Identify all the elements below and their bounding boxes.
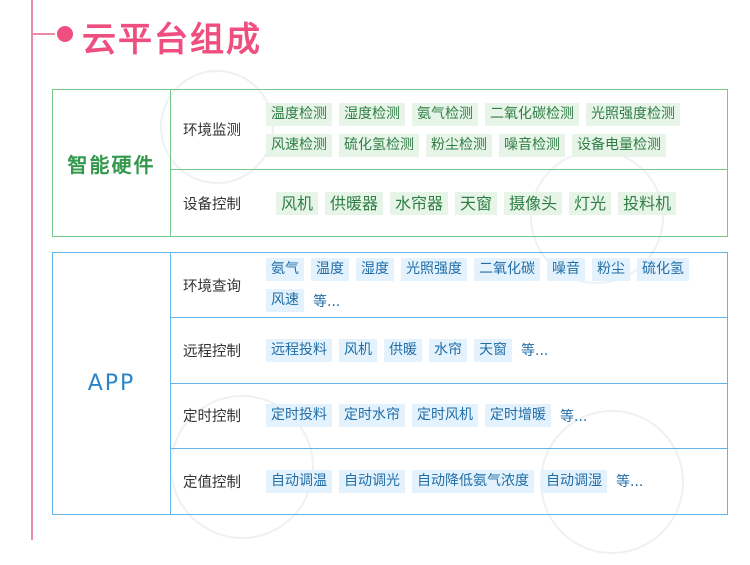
feature-tag: 风速检测 [266, 133, 332, 157]
feature-tag: 自动调温 [266, 469, 332, 493]
row-label: 设备控制 [183, 196, 241, 213]
app-category-label: APP [53, 253, 171, 514]
tag-list: 氨气 温度 湿度 光照强度 二氧化碳 噪音 粉尘 硫化氢 风速 等... [266, 253, 727, 317]
feature-tag: 天窗 [474, 338, 512, 362]
row-label: 定时控制 [183, 409, 241, 426]
feature-tag: 定时投料 [266, 404, 332, 428]
more-indicator: 等... [560, 408, 588, 425]
hardware-category-label: 智能硬件 [53, 90, 171, 236]
feature-tag: 自动降低氨气浓度 [412, 469, 534, 493]
feature-tag: 水帘器 [390, 191, 449, 215]
feature-tag: 供暖 [384, 338, 422, 362]
feature-tag: 设备电量检测 [572, 133, 666, 157]
more-indicator: 等... [521, 343, 549, 360]
tag-list: 风机 供暖器 水帘器 天窗 摄像头 灯光 投料机 [266, 170, 727, 236]
feature-tag: 氨气 [266, 258, 304, 282]
row-label: 定值控制 [183, 474, 241, 491]
feature-tag: 水帘 [429, 338, 467, 362]
more-indicator: 等... [616, 474, 644, 491]
feature-tag: 粉尘检测 [426, 133, 492, 157]
feature-tag: 自动调湿 [541, 469, 607, 493]
hardware-row-device-control: 设备控制 风机 供暖器 水帘器 天窗 摄像头 灯光 投料机 [171, 170, 727, 236]
feature-tag: 湿度检测 [339, 102, 405, 126]
timeline-connector [31, 33, 55, 35]
tag-list: 自动调温 自动调光 自动降低氨气浓度 自动调湿 等... [266, 449, 727, 514]
section-title: 云平台组成 [82, 20, 262, 60]
row-label: 远程控制 [183, 343, 241, 360]
watermark-circle [170, 395, 314, 539]
feature-tag: 硫化氢检测 [339, 133, 419, 157]
feature-tag: 二氧化碳检测 [485, 102, 579, 126]
app-row-setpoint-control: 定值控制 自动调温 自动调光 自动降低氨气浓度 自动调湿 等... [171, 449, 727, 514]
feature-tag: 自动调光 [339, 469, 405, 493]
tag-list: 远程投料 风机 供暖 水帘 天窗 等... [266, 318, 727, 382]
more-indicator: 等... [313, 293, 341, 310]
feature-tag: 定时增暖 [485, 404, 551, 428]
app-section: APP 环境查询 氨气 温度 湿度 光照强度 二氧化碳 噪音 粉尘 硫化氢 风速… [52, 252, 728, 515]
feature-tag: 定时风机 [412, 404, 478, 428]
feature-tag: 远程投料 [266, 338, 332, 362]
hardware-row-env: 环境监测 温度检测 湿度检测 氨气检测 二氧化碳检测 光照强度检测 风速检测 硫… [171, 90, 727, 170]
row-label: 环境查询 [183, 278, 241, 295]
feature-tag: 湿度 [356, 258, 394, 282]
feature-tag: 投料机 [618, 191, 677, 215]
feature-tag: 风机 [339, 338, 377, 362]
feature-tag: 供暖器 [325, 191, 384, 215]
feature-tag: 摄像头 [504, 191, 563, 215]
feature-tag: 灯光 [569, 191, 612, 215]
feature-tag: 二氧化碳 [474, 258, 540, 282]
feature-tag: 定时水帘 [339, 404, 405, 428]
feature-tag: 光照强度检测 [586, 102, 680, 126]
app-rows: 环境查询 氨气 温度 湿度 光照强度 二氧化碳 噪音 粉尘 硫化氢 风速 等..… [171, 253, 727, 514]
timeline-dot [57, 26, 73, 42]
feature-tag: 噪音检测 [499, 133, 565, 157]
feature-tag: 氨气检测 [412, 102, 478, 126]
feature-tag: 粉尘 [592, 258, 630, 282]
feature-tag: 温度检测 [266, 102, 332, 126]
tag-list: 定时投料 定时水帘 定时风机 定时增暖 等... [266, 384, 727, 448]
row-label: 环境监测 [183, 123, 241, 139]
feature-tag: 噪音 [547, 258, 585, 282]
feature-tag: 温度 [311, 258, 349, 282]
tag-list: 温度检测 湿度检测 氨气检测 二氧化碳检测 光照强度检测 风速检测 硫化氢检测 … [266, 90, 727, 169]
feature-tag: 光照强度 [401, 258, 467, 282]
hardware-section: 智能硬件 环境监测 温度检测 湿度检测 氨气检测 二氧化碳检测 光照强度检测 风… [52, 89, 728, 237]
feature-tag: 硫化氢 [637, 258, 689, 282]
feature-tag: 风速 [266, 289, 304, 313]
feature-tag: 天窗 [455, 191, 498, 215]
app-row-env-query: 环境查询 氨气 温度 湿度 光照强度 二氧化碳 噪音 粉尘 硫化氢 风速 等..… [171, 253, 727, 319]
app-row-remote-control: 远程控制 远程投料 风机 供暖 水帘 天窗 等... [171, 318, 727, 384]
hardware-rows: 环境监测 温度检测 湿度检测 氨气检测 二氧化碳检测 光照强度检测 风速检测 硫… [171, 90, 727, 236]
app-row-timer-control: 定时控制 定时投料 定时水帘 定时风机 定时增暖 等... [171, 384, 727, 449]
timeline-line [31, 0, 33, 540]
watermark-circle [160, 70, 274, 184]
feature-tag: 风机 [276, 191, 319, 215]
